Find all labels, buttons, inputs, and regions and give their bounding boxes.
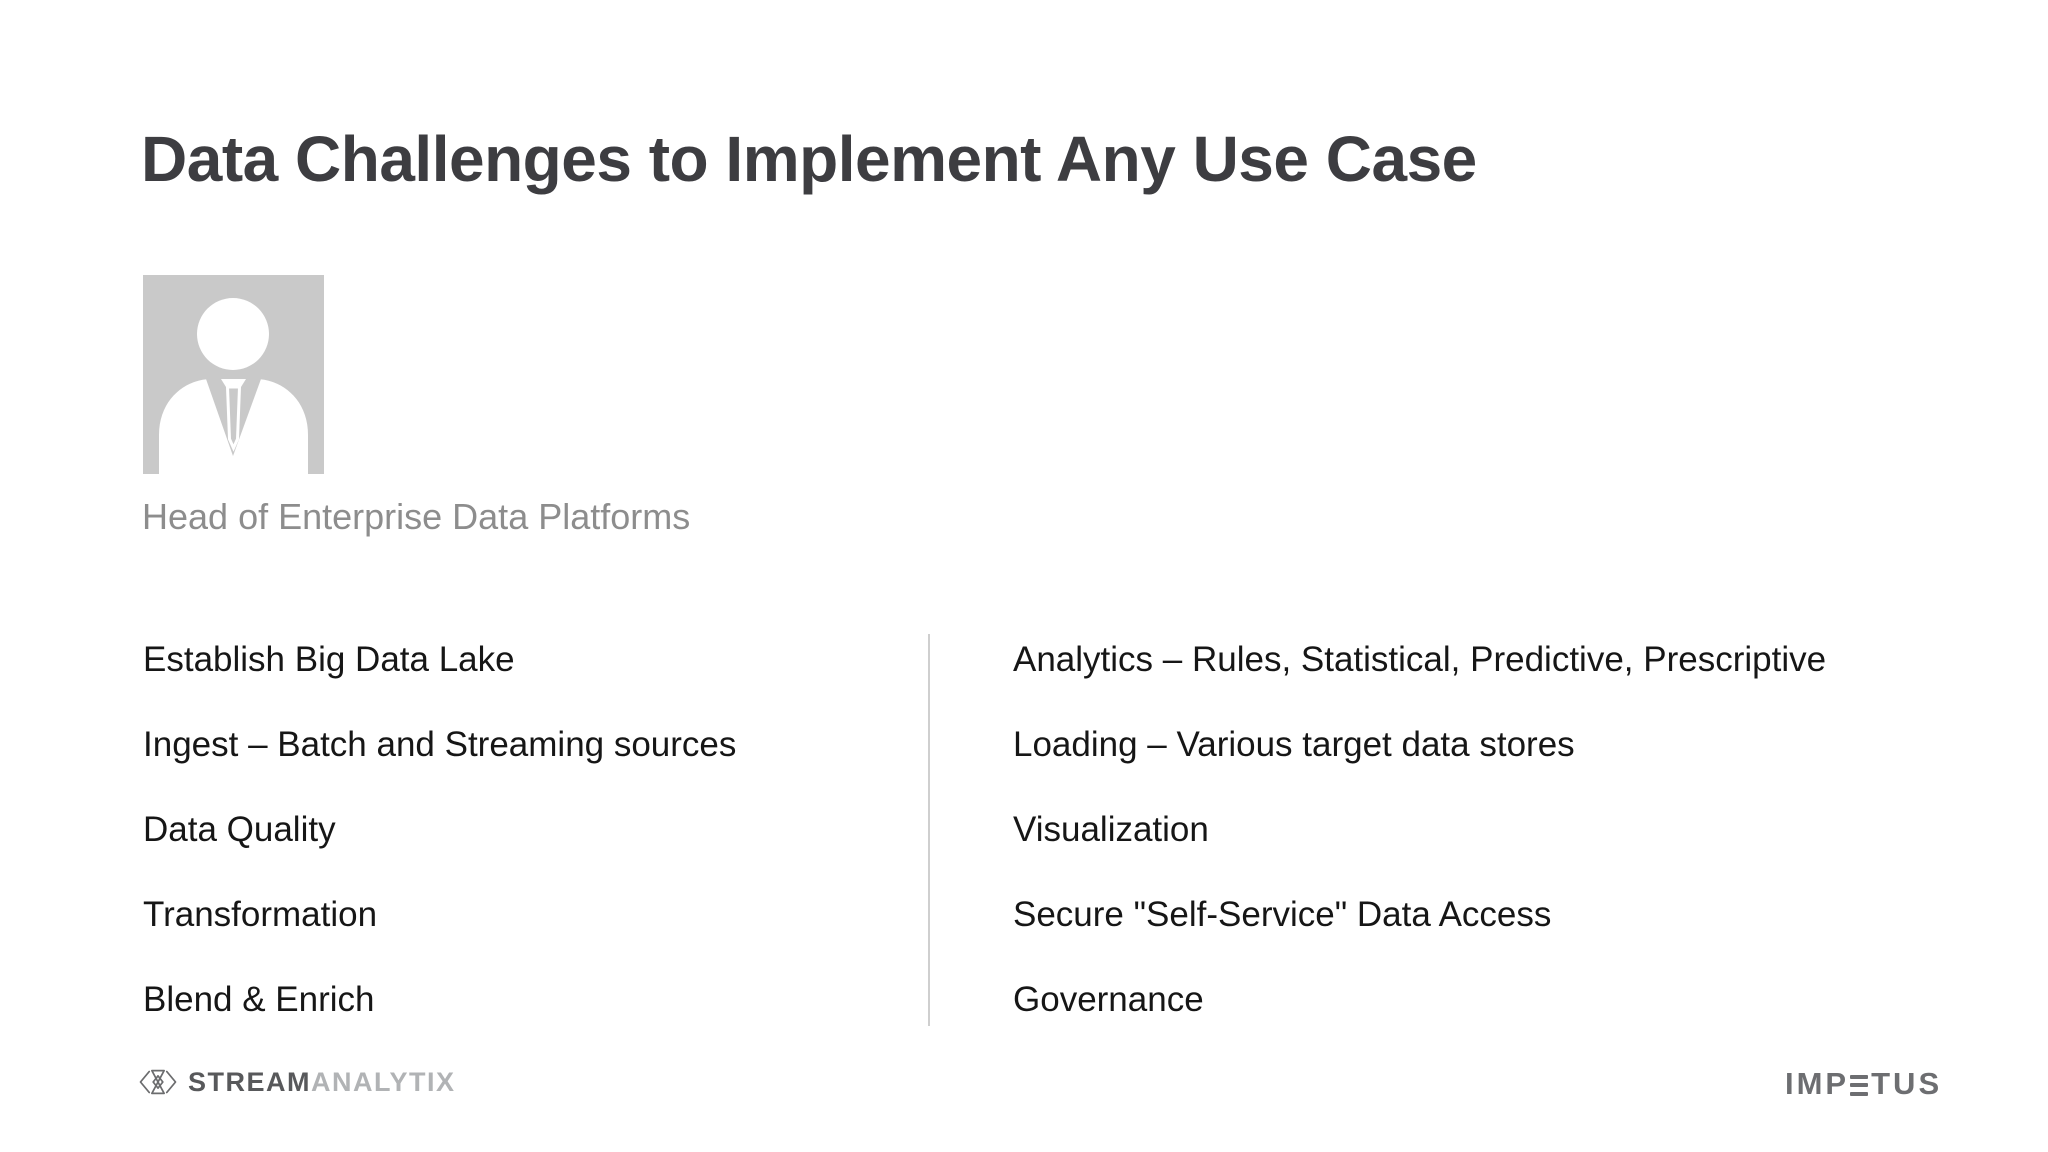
persona-avatar [143,275,324,474]
challenge-item: Visualization [1013,809,1209,849]
impetus-wordmark-pre: IMP [1785,1066,1850,1101]
challenges-right-list: Analytics – Rules, Statistical, Predicti… [1013,617,1826,1042]
challenge-item: Secure "Self-Service" Data Access [1013,894,1552,934]
streamanalytix-mark-icon [139,1069,177,1095]
page-title: Data Challenges to Implement Any Use Cas… [141,123,1477,195]
streamanalytix-logo: STREAMANALYTIX [137,1066,456,1098]
challenge-item: Transformation [143,894,378,934]
streamanalytix-wordmark-stream: STREAM [188,1066,311,1097]
challenge-item: Ingest – Batch and Streaming sources [143,724,737,764]
challenge-item: Governance [1013,979,1204,1019]
challenge-item: Establish Big Data Lake [143,639,515,679]
challenge-item: Loading – Various target data stores [1013,724,1575,764]
column-divider [928,634,930,1026]
impetus-stylized-e-icon [1850,1074,1869,1096]
challenge-item: Analytics – Rules, Statistical, Predicti… [1013,639,1827,679]
impetus-logo: IMP TUS [1785,1066,1942,1102]
impetus-wordmark-post: TUS [1871,1066,1943,1101]
streamanalytix-wordmark: STREAMANALYTIX [188,1067,456,1098]
challenge-item: Data Quality [143,809,336,849]
person-placeholder-icon [143,275,324,474]
persona-role-label: Head of Enterprise Data Platforms [142,496,691,537]
challenge-item: Blend & Enrich [143,979,375,1019]
streamanalytix-wordmark-analytix: ANALYTIX [311,1066,456,1097]
